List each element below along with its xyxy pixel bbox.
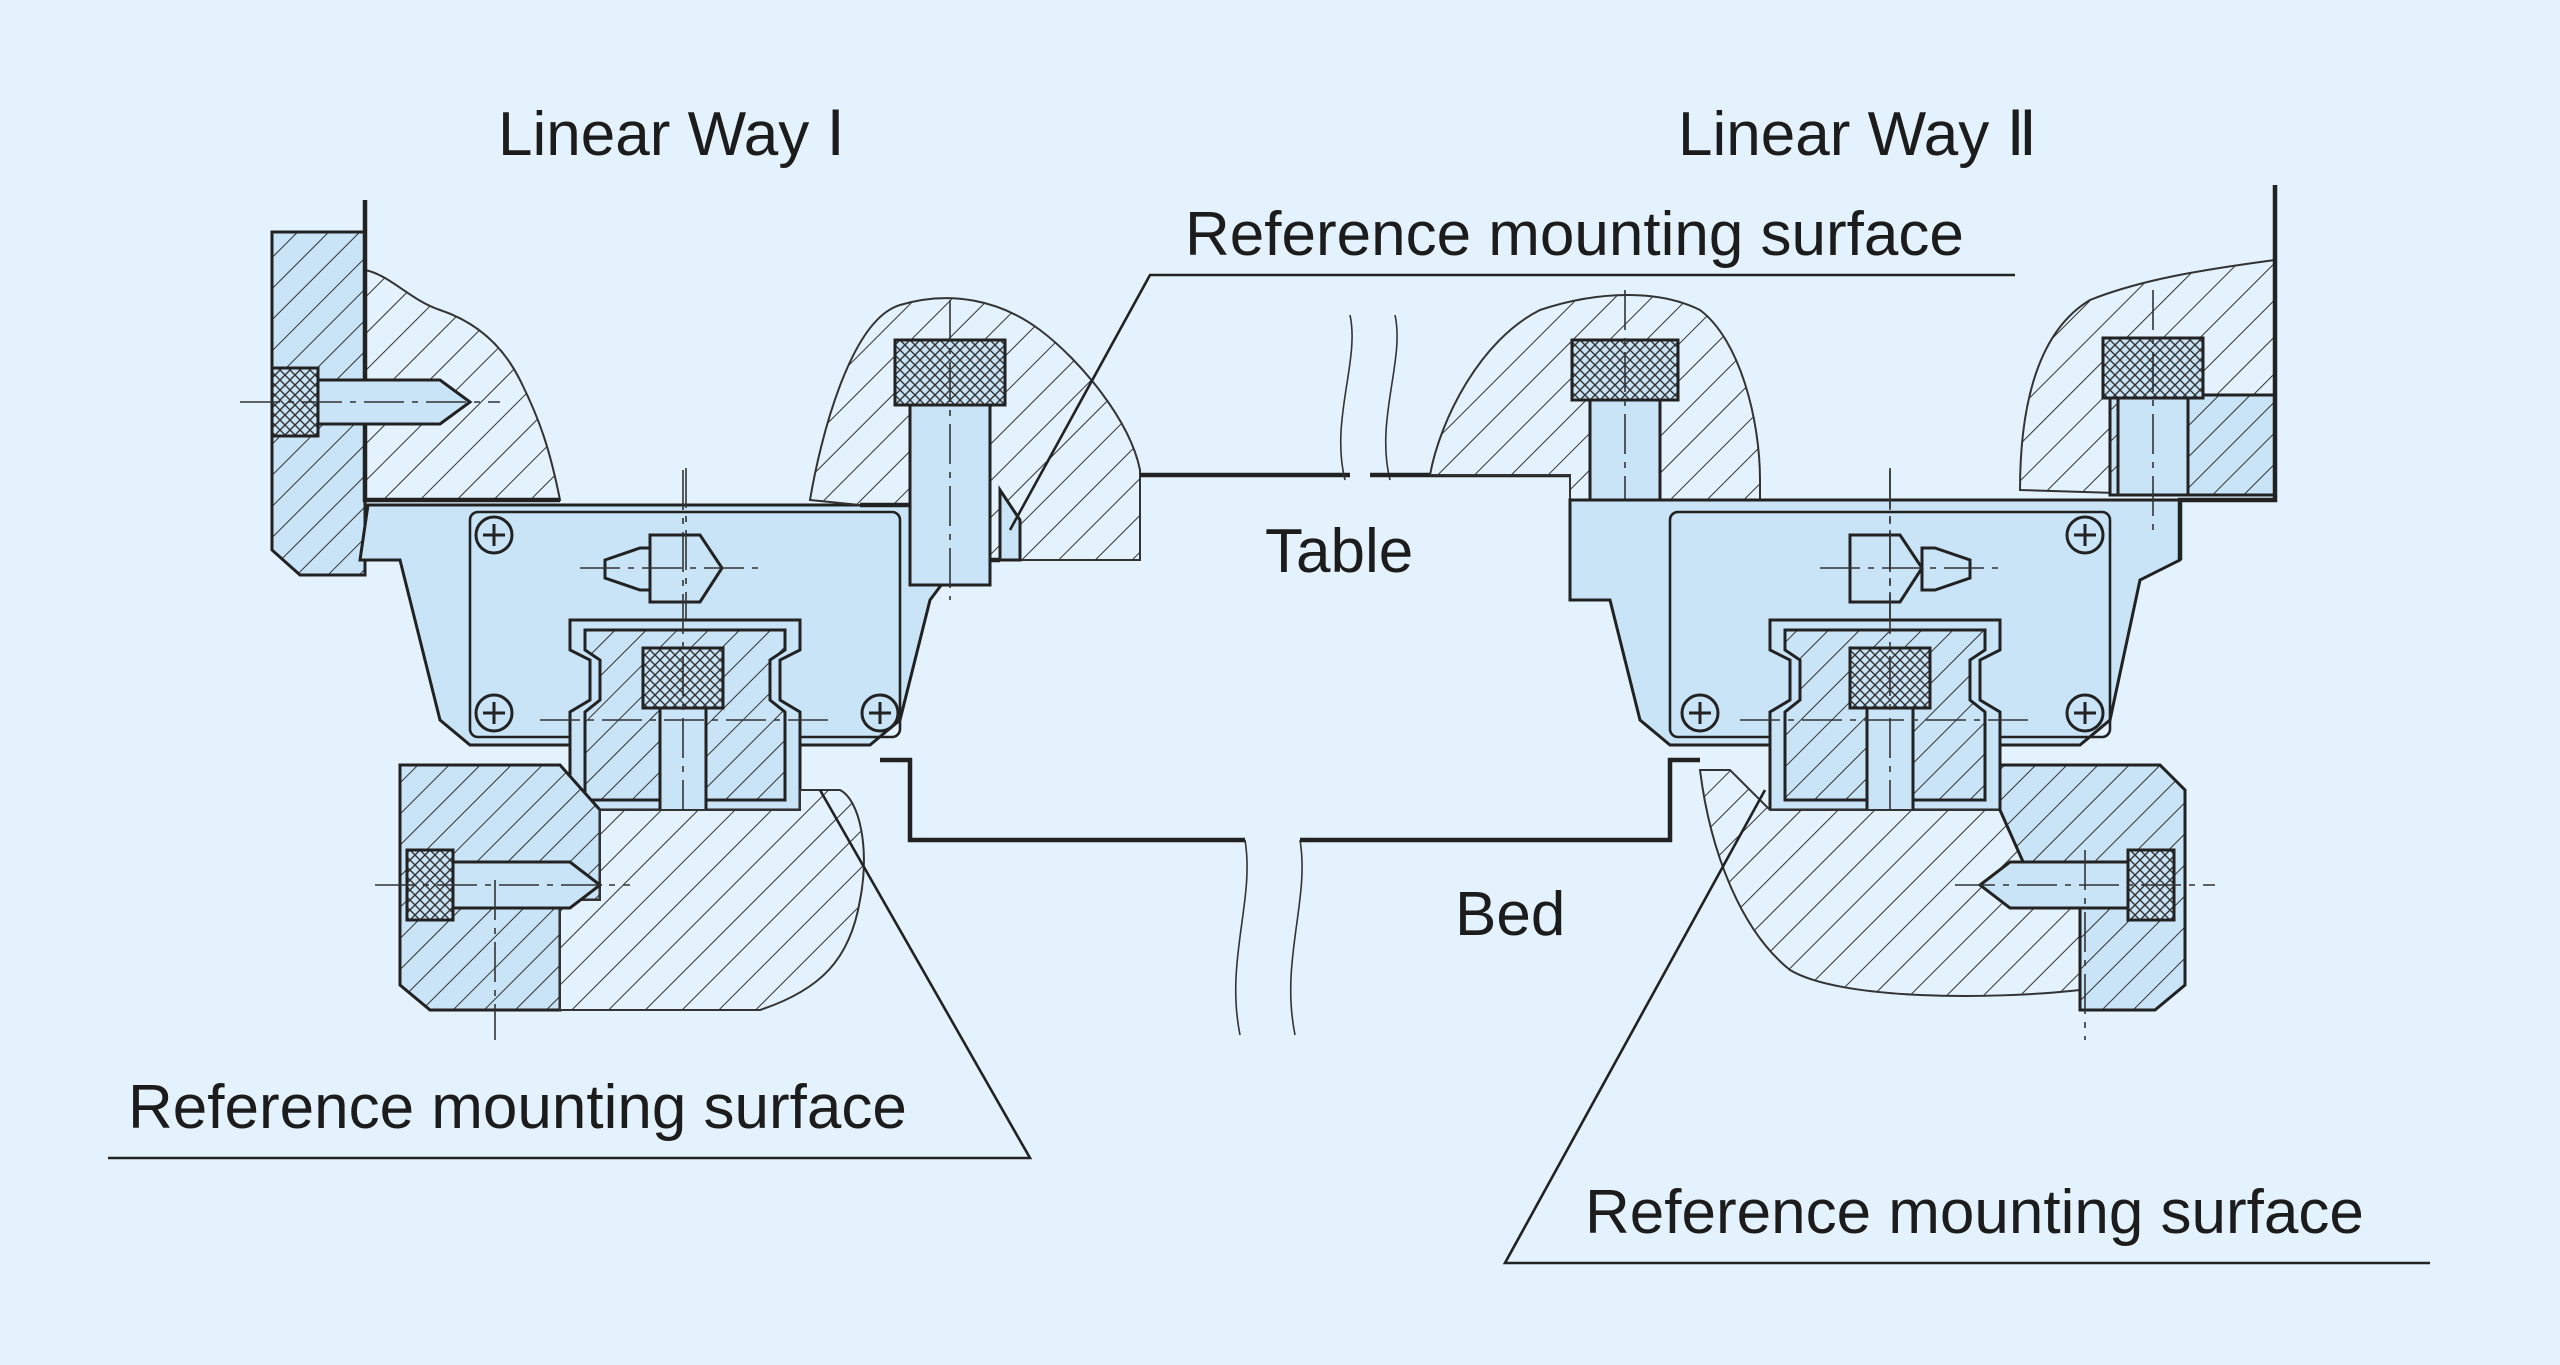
table-edge-left — [362, 200, 560, 503]
title-linear-way-2: Linear Way Ⅱ — [1678, 100, 2037, 169]
label-bed: Bed — [1455, 880, 1565, 949]
title-linear-way-1: Linear Way Ⅰ — [498, 100, 845, 169]
label-table: Table — [1265, 517, 1413, 586]
leader-ref-bottom-left — [108, 789, 1033, 1160]
grease-nipple-left — [580, 468, 760, 640]
leader-lines — [108, 273, 2430, 1265]
screw-icon — [474, 515, 514, 555]
screw-icon — [474, 693, 514, 733]
screw-icon — [860, 693, 900, 733]
bed-body-right — [1698, 769, 2081, 997]
label-reference-bottom-right: Reference mounting surface — [1585, 1178, 2364, 1247]
leader-ref-top — [1008, 273, 2015, 531]
label-reference-top: Reference mounting surface — [1185, 200, 1964, 269]
leader-ref-bottom-right — [1502, 789, 2430, 1265]
table-body-left — [364, 232, 562, 501]
linear-way-1-assembly — [240, 200, 1141, 1040]
screw-icon — [2065, 693, 2105, 733]
screw-icon — [1680, 693, 1720, 733]
screw-icon — [2065, 515, 2105, 555]
bed-body-left — [559, 789, 865, 1011]
linear-way-2-assembly — [1428, 185, 2278, 1040]
label-reference-bottom-left: Reference mounting surface — [128, 1073, 907, 1142]
